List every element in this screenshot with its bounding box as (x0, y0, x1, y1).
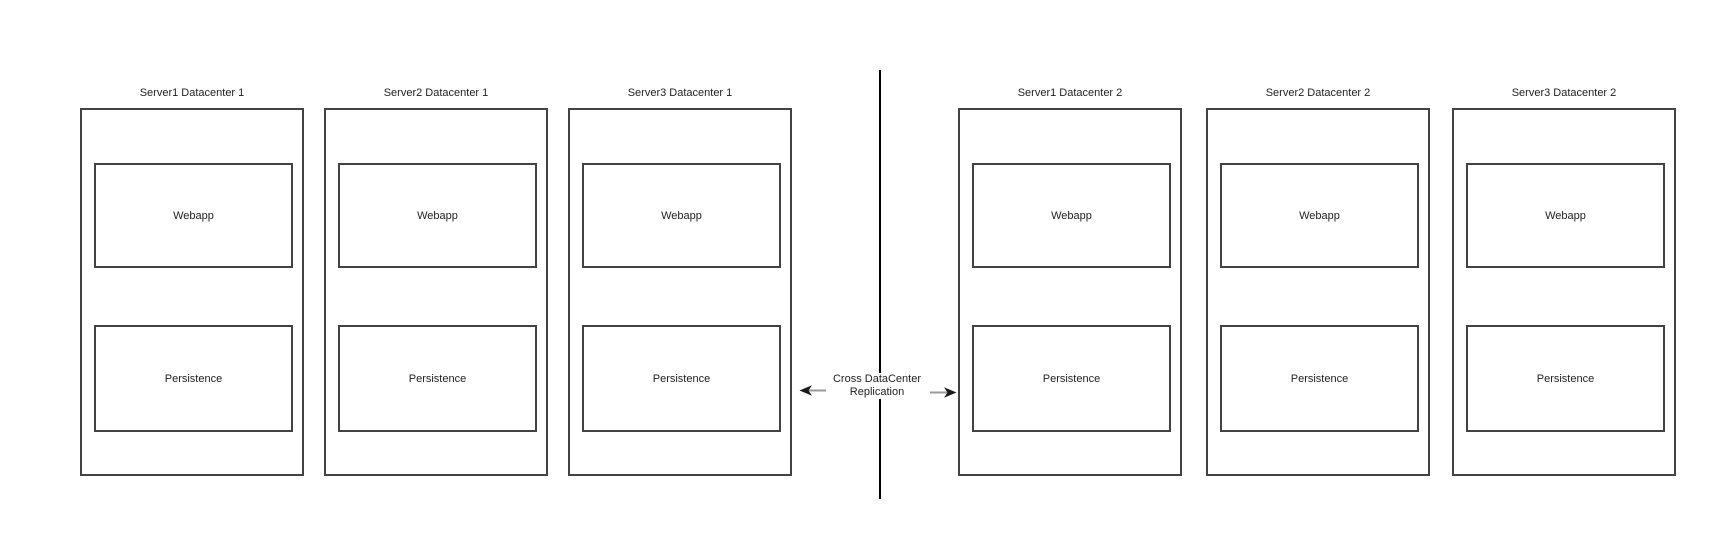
webapp-box: Webapp (972, 163, 1171, 268)
server-frame: Webapp Persistence (324, 108, 548, 476)
server-frame: Webapp Persistence (958, 108, 1182, 476)
webapp-label: Webapp (173, 209, 214, 222)
server-frame: Webapp Persistence (1206, 108, 1430, 476)
replication-label-line2: Replication (849, 386, 905, 398)
persistence-label: Persistence (1042, 372, 1101, 385)
webapp-box: Webapp (338, 163, 537, 268)
persistence-label: Persistence (652, 372, 711, 385)
server-title: Server1 Datacenter 1 (139, 87, 245, 99)
left-arrow-head (799, 385, 812, 396)
persistence-label: Persistence (164, 372, 223, 385)
persistence-box: Persistence (582, 325, 781, 432)
webapp-box: Webapp (1220, 163, 1419, 268)
webapp-box: Webapp (1466, 163, 1665, 268)
persistence-box: Persistence (972, 325, 1171, 432)
persistence-box: Persistence (338, 325, 537, 432)
right-arrow-icon (930, 387, 957, 398)
persistence-box: Persistence (1466, 325, 1665, 432)
server-title: Server2 Datacenter 1 (383, 87, 489, 99)
webapp-label: Webapp (1545, 209, 1586, 222)
persistence-label: Persistence (408, 372, 467, 385)
server-title: Server3 Datacenter 1 (627, 87, 733, 99)
server-frame: Webapp Persistence (80, 108, 304, 476)
replication-label: Cross DataCenter Replication (828, 373, 926, 399)
server-title: Server2 Datacenter 2 (1265, 87, 1371, 99)
persistence-box: Persistence (1220, 325, 1419, 432)
webapp-box: Webapp (582, 163, 781, 268)
persistence-label: Persistence (1290, 372, 1349, 385)
server-title: Server1 Datacenter 2 (1017, 87, 1123, 99)
right-arrow-head (944, 387, 957, 398)
server3-datacenter2-box: Server3 Datacenter 2 Webapp Persistence (1452, 78, 1676, 476)
persistence-box: Persistence (94, 325, 293, 432)
datacenter-divider-line (879, 70, 881, 499)
server1-datacenter1-box: Server1 Datacenter 1 Webapp Persistence (80, 78, 304, 476)
server-frame: Webapp Persistence (568, 108, 792, 476)
webapp-label: Webapp (1051, 209, 1092, 222)
server-title: Server3 Datacenter 2 (1511, 87, 1617, 99)
server2-datacenter1-box: Server2 Datacenter 1 Webapp Persistence (324, 78, 548, 476)
server-frame: Webapp Persistence (1452, 108, 1676, 476)
server3-datacenter1-box: Server3 Datacenter 1 Webapp Persistence (568, 78, 792, 476)
left-arrow-icon (799, 385, 826, 396)
webapp-label: Webapp (661, 209, 702, 222)
replication-label-line1: Cross DataCenter (832, 373, 922, 385)
webapp-label: Webapp (417, 209, 458, 222)
server1-datacenter2-box: Server1 Datacenter 2 Webapp Persistence (958, 78, 1182, 476)
webapp-box: Webapp (94, 163, 293, 268)
persistence-label: Persistence (1536, 372, 1595, 385)
webapp-label: Webapp (1299, 209, 1340, 222)
server2-datacenter2-box: Server2 Datacenter 2 Webapp Persistence (1206, 78, 1430, 476)
